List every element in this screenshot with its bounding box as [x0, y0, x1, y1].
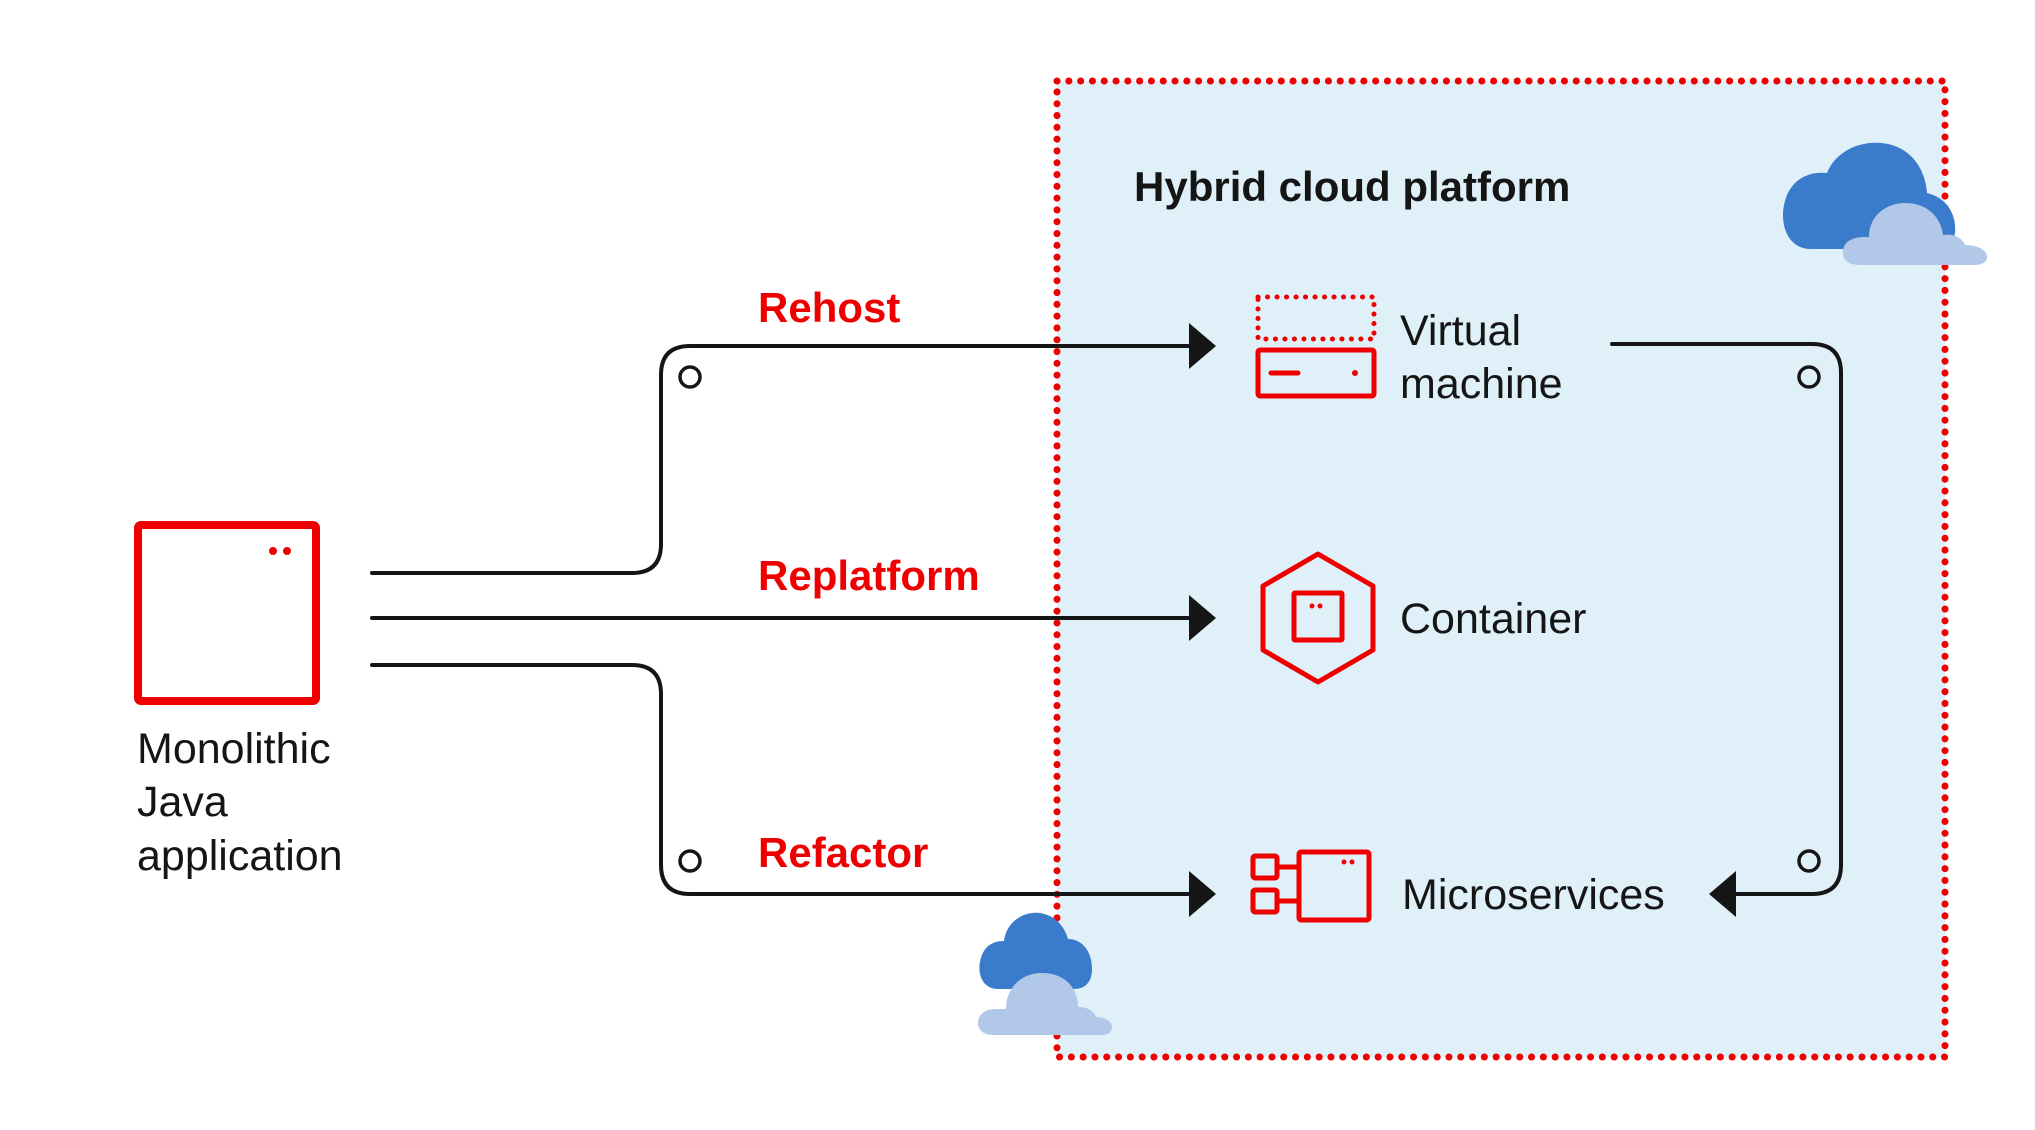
- source-label-line: Monolithic: [137, 725, 331, 773]
- platform-title: Hybrid cloud platform: [1134, 163, 1570, 210]
- cloud-icon: [978, 912, 1112, 1035]
- container-label: Container: [1400, 595, 1586, 643]
- loop-junction-ring: [1797, 365, 1821, 389]
- refactor-junction-ring: [678, 849, 702, 873]
- replatform-arrowhead: [1189, 595, 1216, 641]
- replatform-label: Replatform: [758, 552, 980, 599]
- rehost-junction-ring: [678, 365, 702, 389]
- cloud-light-shape: [978, 973, 1112, 1035]
- cloud-icon: [1782, 142, 1987, 265]
- container-icon: [1260, 551, 1376, 685]
- target-container: Container: [1260, 551, 1586, 685]
- rehost-label: Rehost: [758, 284, 900, 331]
- rehost-arrowhead: [1189, 323, 1216, 369]
- cloud-light-shape: [1842, 203, 1987, 265]
- rehost-connector-line: [370, 344, 1194, 575]
- virtual-machine-label: Virtual machine: [1400, 307, 1563, 408]
- refactor-arrowhead: [1189, 871, 1216, 917]
- source-node: Monolithic Java application: [134, 521, 343, 880]
- target-microservices: Microservices: [1250, 849, 1665, 923]
- virtual-machine-icon: [1255, 294, 1377, 399]
- path-vm-to-microservices: [1610, 342, 1843, 917]
- path-rehost: Rehost: [370, 284, 1216, 575]
- loop-junction-ring: [1797, 849, 1821, 873]
- application-window-icon: [134, 521, 320, 705]
- loop-connector-line: [1610, 342, 1843, 896]
- refactor-label: Refactor: [758, 829, 928, 876]
- vm-label-line: machine: [1400, 360, 1563, 408]
- cloud-dark-shape: [979, 912, 1092, 989]
- loop-arrowhead: [1709, 871, 1736, 917]
- path-replatform: Replatform: [370, 552, 1216, 641]
- path-refactor: Refactor: [370, 663, 1216, 917]
- source-label: Monolithic Java application: [137, 725, 343, 880]
- source-label-line: application: [137, 832, 343, 880]
- vm-label-line: Virtual: [1400, 307, 1521, 355]
- target-virtual-machine: Virtual machine: [1255, 294, 1563, 408]
- refactor-connector-line: [370, 663, 1194, 896]
- microservices-icon: [1250, 849, 1372, 923]
- microservices-label: Microservices: [1402, 871, 1665, 919]
- source-label-line: Java: [137, 778, 228, 826]
